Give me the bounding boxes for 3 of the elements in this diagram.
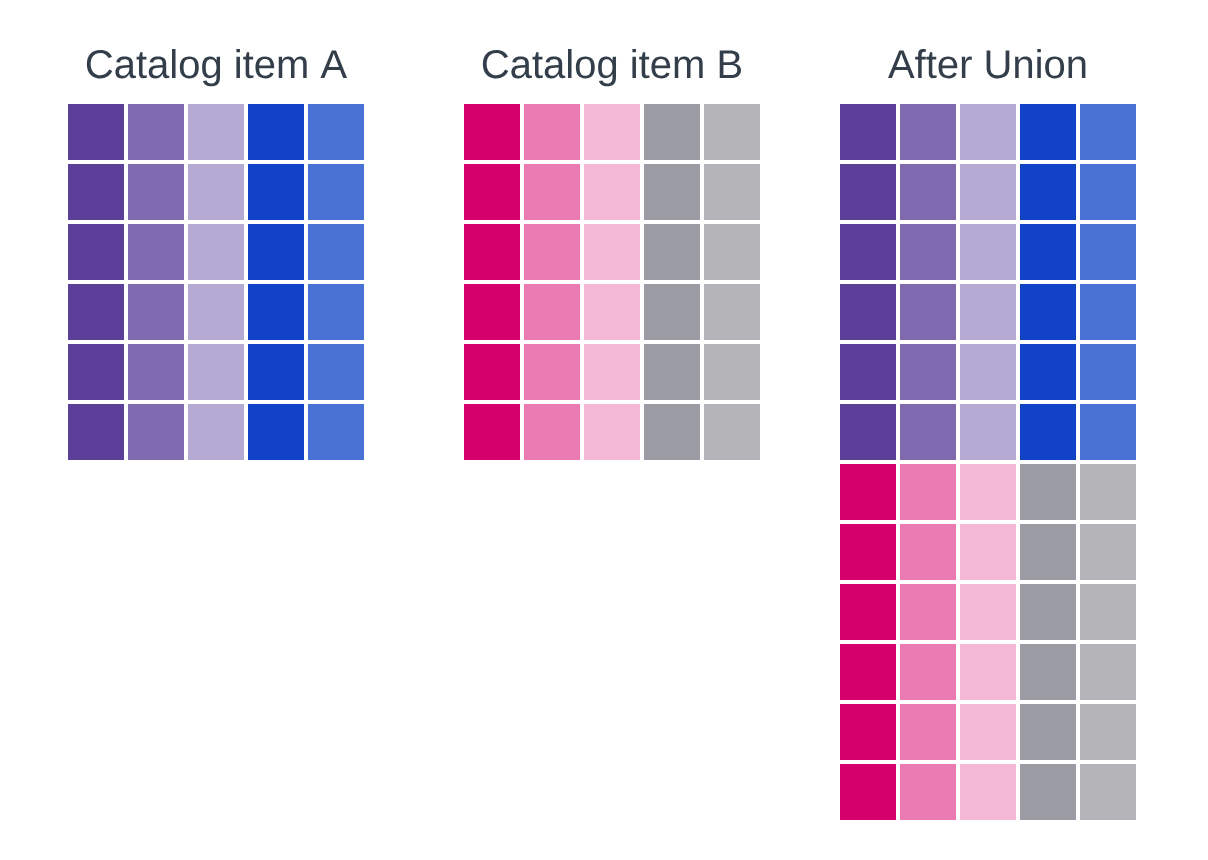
- heading: After Union: [888, 49, 1086, 79]
- heading: Catalog item B: [482, 49, 741, 87]
- heading: Catalog item A: [86, 49, 348, 87]
